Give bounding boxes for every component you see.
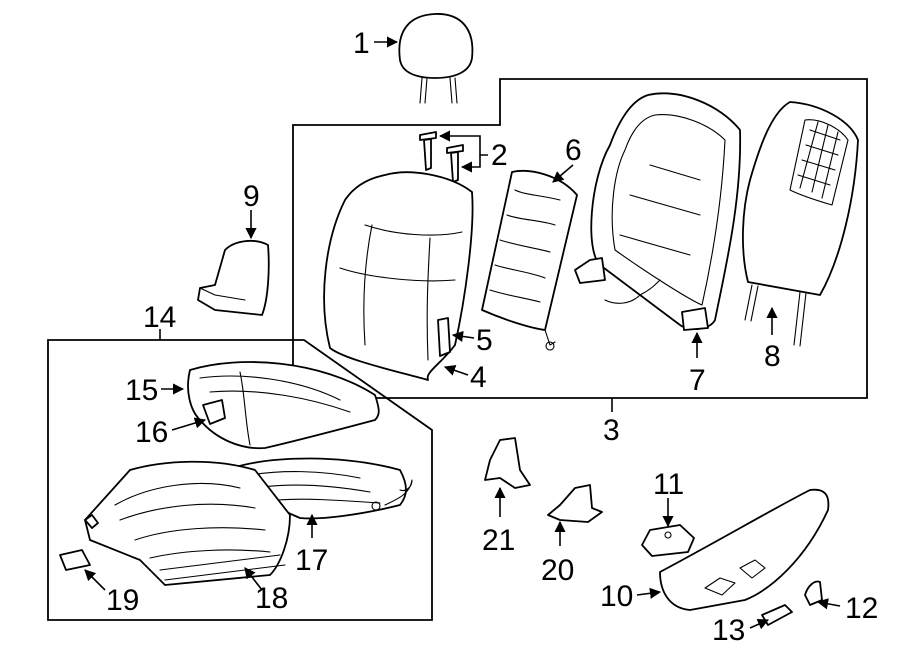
callout-6: 6 bbox=[565, 134, 582, 167]
headrest[interactable] bbox=[398, 13, 474, 104]
callout-2: 2 bbox=[491, 139, 508, 172]
seat-back-frame[interactable] bbox=[574, 92, 742, 331]
callout-3: 3 bbox=[603, 414, 620, 447]
callout-18: 18 bbox=[255, 582, 288, 615]
callout-19: 19 bbox=[106, 584, 139, 617]
callout-5: 5 bbox=[476, 324, 493, 357]
trim-bracket-20[interactable] bbox=[547, 484, 603, 523]
callout-14: 14 bbox=[143, 301, 176, 334]
callout-1: 1 bbox=[353, 27, 370, 60]
cushion-frame-track[interactable] bbox=[84, 460, 291, 586]
callout-7: 7 bbox=[689, 364, 706, 397]
headrest-guide[interactable] bbox=[419, 131, 464, 183]
callout-11: 11 bbox=[653, 468, 684, 501]
seat-side-shield[interactable] bbox=[659, 488, 830, 611]
cushion-side-pad[interactable] bbox=[202, 399, 226, 425]
callout-8: 8 bbox=[764, 340, 781, 373]
hinge-cover[interactable] bbox=[197, 239, 270, 316]
seat-back-cover[interactable] bbox=[323, 171, 474, 381]
callout-21: 21 bbox=[482, 524, 515, 557]
callout-20: 20 bbox=[541, 554, 574, 587]
callout-12: 12 bbox=[845, 592, 878, 625]
callout-4: 4 bbox=[470, 361, 487, 394]
callout-10: 10 bbox=[600, 580, 633, 613]
back-side-trim[interactable] bbox=[437, 317, 451, 357]
seat-back-heater-pad[interactable] bbox=[481, 170, 578, 351]
callout-13: 13 bbox=[712, 614, 745, 647]
callout-15: 15 bbox=[125, 374, 158, 407]
switch-cap[interactable] bbox=[761, 604, 793, 626]
seat-back-panel[interactable] bbox=[742, 101, 859, 347]
callout-labels: 1 2 3 4 5 6 7 8 9 10 11 12 13 14 15 16 1… bbox=[106, 27, 878, 647]
callout-16: 16 bbox=[135, 416, 168, 449]
front-trim-cover[interactable] bbox=[59, 549, 91, 571]
seat-switch[interactable] bbox=[641, 524, 695, 557]
trim-bracket-21[interactable] bbox=[484, 437, 531, 489]
callout-9: 9 bbox=[243, 180, 260, 213]
callout-17: 17 bbox=[295, 544, 328, 577]
seat-cushion-group-frame bbox=[47, 339, 433, 621]
leader-lines bbox=[84, 36, 841, 630]
